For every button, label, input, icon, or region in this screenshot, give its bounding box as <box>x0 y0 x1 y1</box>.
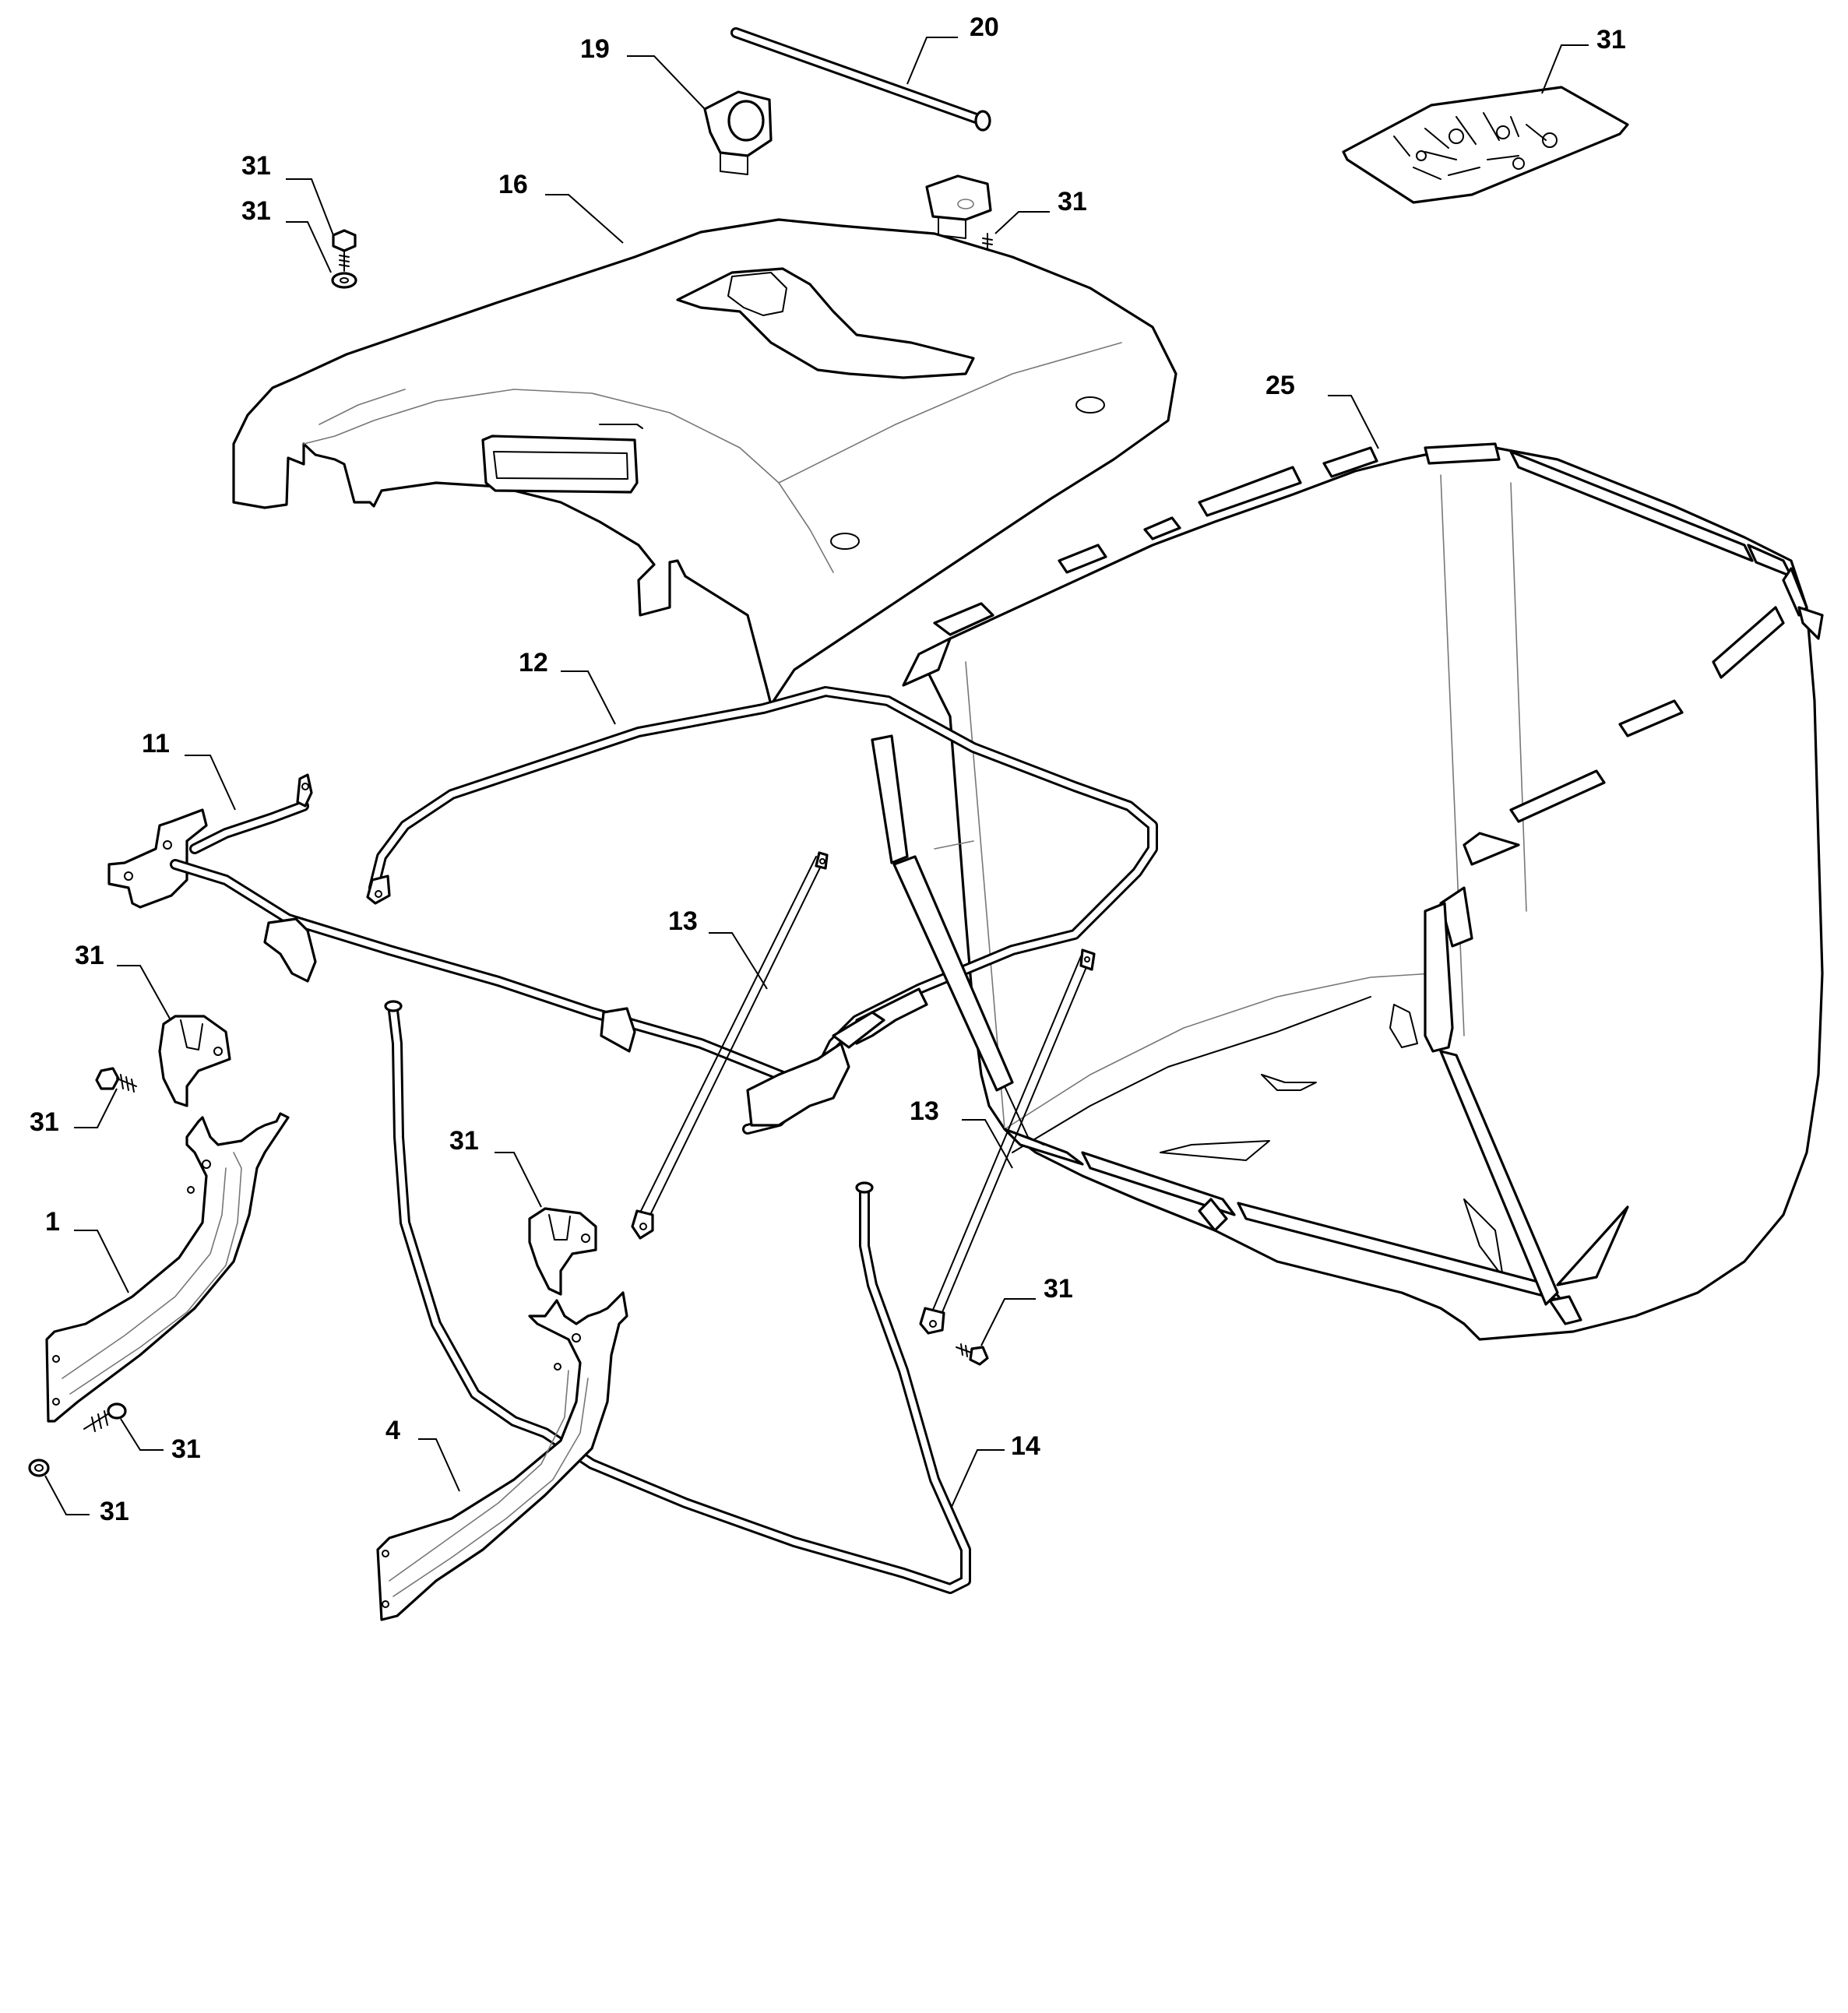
part-14-lower-frame <box>384 1000 971 1594</box>
callout-16: 16 <box>498 170 528 199</box>
part-20-rod <box>730 27 991 132</box>
part-31-screw-right <box>956 1343 989 1366</box>
callout-31-bolt: 31 <box>241 151 271 181</box>
callout-31-nut-bottom: 31 <box>100 1497 129 1526</box>
part-13-strut-left <box>631 851 829 1240</box>
part-1-bracket <box>45 1112 290 1423</box>
part-19-cap-right <box>925 174 992 239</box>
part-31-clip-mid <box>528 1207 597 1296</box>
part-11-shaft <box>107 773 928 1127</box>
callout-20: 20 <box>970 12 999 42</box>
leader-lines <box>44 37 1589 1515</box>
callout-19: 19 <box>580 34 610 64</box>
callout-1: 1 <box>45 1207 60 1237</box>
callout-31-bolt-bottom: 31 <box>171 1434 201 1464</box>
callout-13-left: 13 <box>668 906 698 936</box>
part-13-strut-right <box>919 948 1096 1335</box>
part-25-collector-bag <box>902 442 1824 1341</box>
part-31-bolt-top <box>332 229 357 272</box>
callout-4: 4 <box>385 1416 400 1445</box>
part-31-bolt-bottom <box>83 1402 127 1432</box>
part-16-top-cover <box>232 218 1177 706</box>
callout-labels: 20 19 31 31 31 16 31 25 12 11 13 31 31 1… <box>30 12 1626 1526</box>
part-31-nut-bottom <box>28 1459 50 1477</box>
callout-31-kit: 31 <box>1596 25 1626 55</box>
part-31-bolt-left <box>95 1067 137 1093</box>
callout-31-washer: 31 <box>241 196 271 226</box>
part-4-bracket <box>376 1291 628 1621</box>
part-31-washer-top <box>331 272 357 289</box>
part-12-frame <box>366 686 1158 1135</box>
callout-14: 14 <box>1011 1431 1040 1461</box>
part-19-cap <box>703 90 773 175</box>
callout-31-clip-left: 31 <box>75 941 104 970</box>
callout-31-clip-mid: 31 <box>449 1126 479 1156</box>
callout-12: 12 <box>519 648 548 677</box>
part-31-hardware-kit <box>1342 86 1629 204</box>
callout-11: 11 <box>142 729 170 758</box>
callout-13-right: 13 <box>910 1096 939 1126</box>
callout-25: 25 <box>1265 371 1295 400</box>
callout-31-screw-right: 31 <box>1044 1274 1073 1304</box>
callout-31-screw-top: 31 <box>1058 187 1087 216</box>
gas-spring <box>871 734 1044 1146</box>
part-31-clip-left <box>158 1015 231 1107</box>
callout-31-bolt-left: 31 <box>30 1107 59 1137</box>
